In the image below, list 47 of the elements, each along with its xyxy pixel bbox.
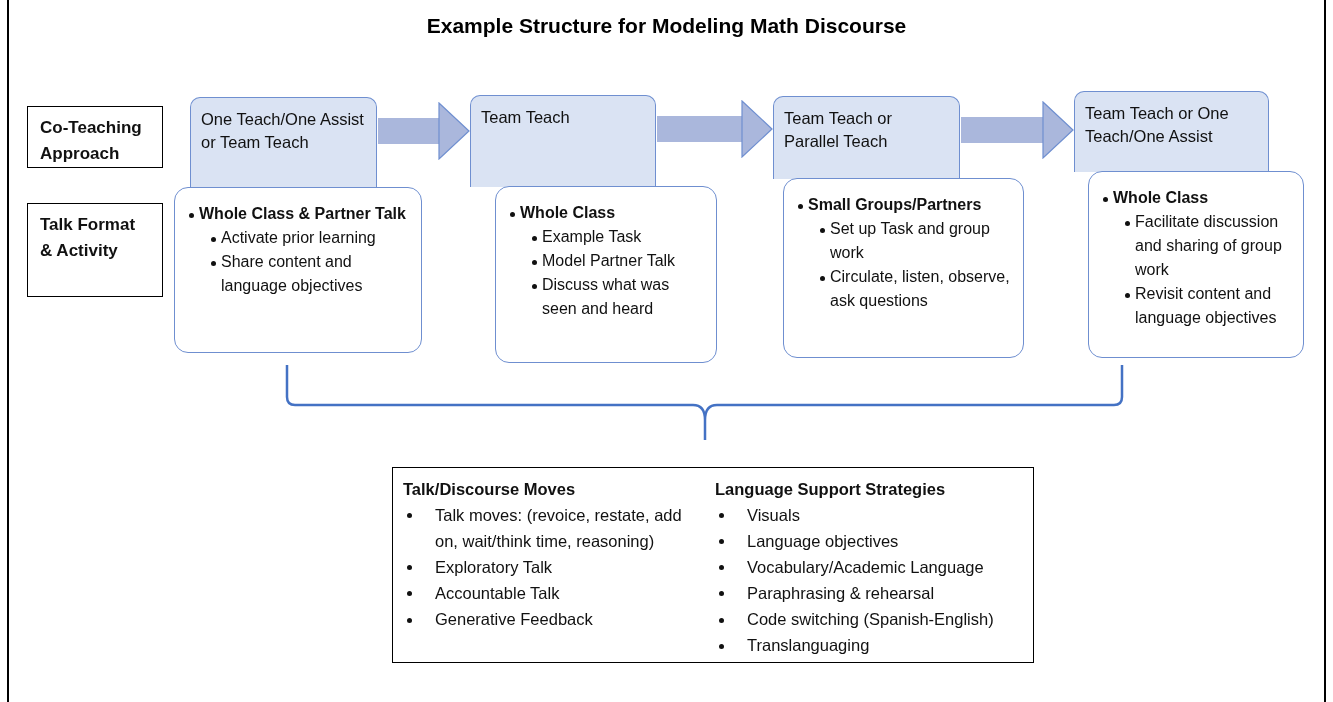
row-label: Talk Format & Activity [40,214,137,262]
activity-heading: Whole Class [1113,189,1209,206]
activity-heading: Whole Class & Partner Talk [199,205,406,222]
block-arrow [378,102,470,160]
column-heading: Language Support Strategies [715,479,947,500]
activity-item: Share content and language objectives [221,253,363,294]
activity-item: Model Partner Talk [542,252,676,269]
list-item: Exploratory Talk [435,558,553,577]
activity-item: Activate prior learning [221,229,376,246]
table-column-box [392,467,706,663]
list-item: Talk moves: (revoice, restate, add on, wait/think time, reasoning) [435,506,682,551]
activity-item: Set up Task and group work [830,220,990,261]
table-column-box [705,467,1034,663]
row-label: Co-Teaching Approach [40,117,143,165]
activity-item: Circulate, listen, observe, ask questions [830,268,1010,309]
approach-box [1074,91,1269,172]
row-label-box [27,203,163,297]
list-item: Accountable Talk [435,584,560,603]
list-item: Visuals [747,506,800,525]
list-item: Code switching (Spanish-English) [747,610,994,629]
approach-box [773,96,960,179]
approach-text: Team Teach or One Teach/One Assist [1085,103,1230,148]
activity-box [1088,171,1304,358]
activity-item: Example Task [542,228,642,245]
activity-box [495,186,717,363]
approach-text: Team Teach or Parallel Teach [784,108,893,153]
activity-box [174,187,422,353]
activity-item: Discuss what was seen and heard [542,276,670,317]
approach-text: Team Teach [481,107,571,128]
list-item: Vocabulary/Academic Language [747,558,984,577]
approach-box [470,95,656,187]
activity-box [783,178,1024,358]
activity-item: Facilitate discussion and sharing of group work [1135,213,1282,278]
diagram-title: Example Structure for Modeling Math Discourse [425,14,908,38]
row-label-box [27,106,163,168]
activity-item: Revisit content and language objectives [1135,285,1277,326]
list-item: Generative Feedback [435,610,593,629]
activity-heading: Whole Class [520,204,616,221]
list-item: Language objectives [747,532,899,551]
approach-box [190,97,377,188]
activity-heading: Small Groups/Partners [808,196,982,213]
list-item: Translanguaging [747,636,870,655]
list-item: Paraphrasing & rehearsal [747,584,935,603]
approach-text: One Teach/One Assist or Team Teach [201,109,365,154]
column-heading: Talk/Discourse Moves [403,479,577,500]
block-arrow [961,101,1074,159]
block-arrow [657,100,773,158]
